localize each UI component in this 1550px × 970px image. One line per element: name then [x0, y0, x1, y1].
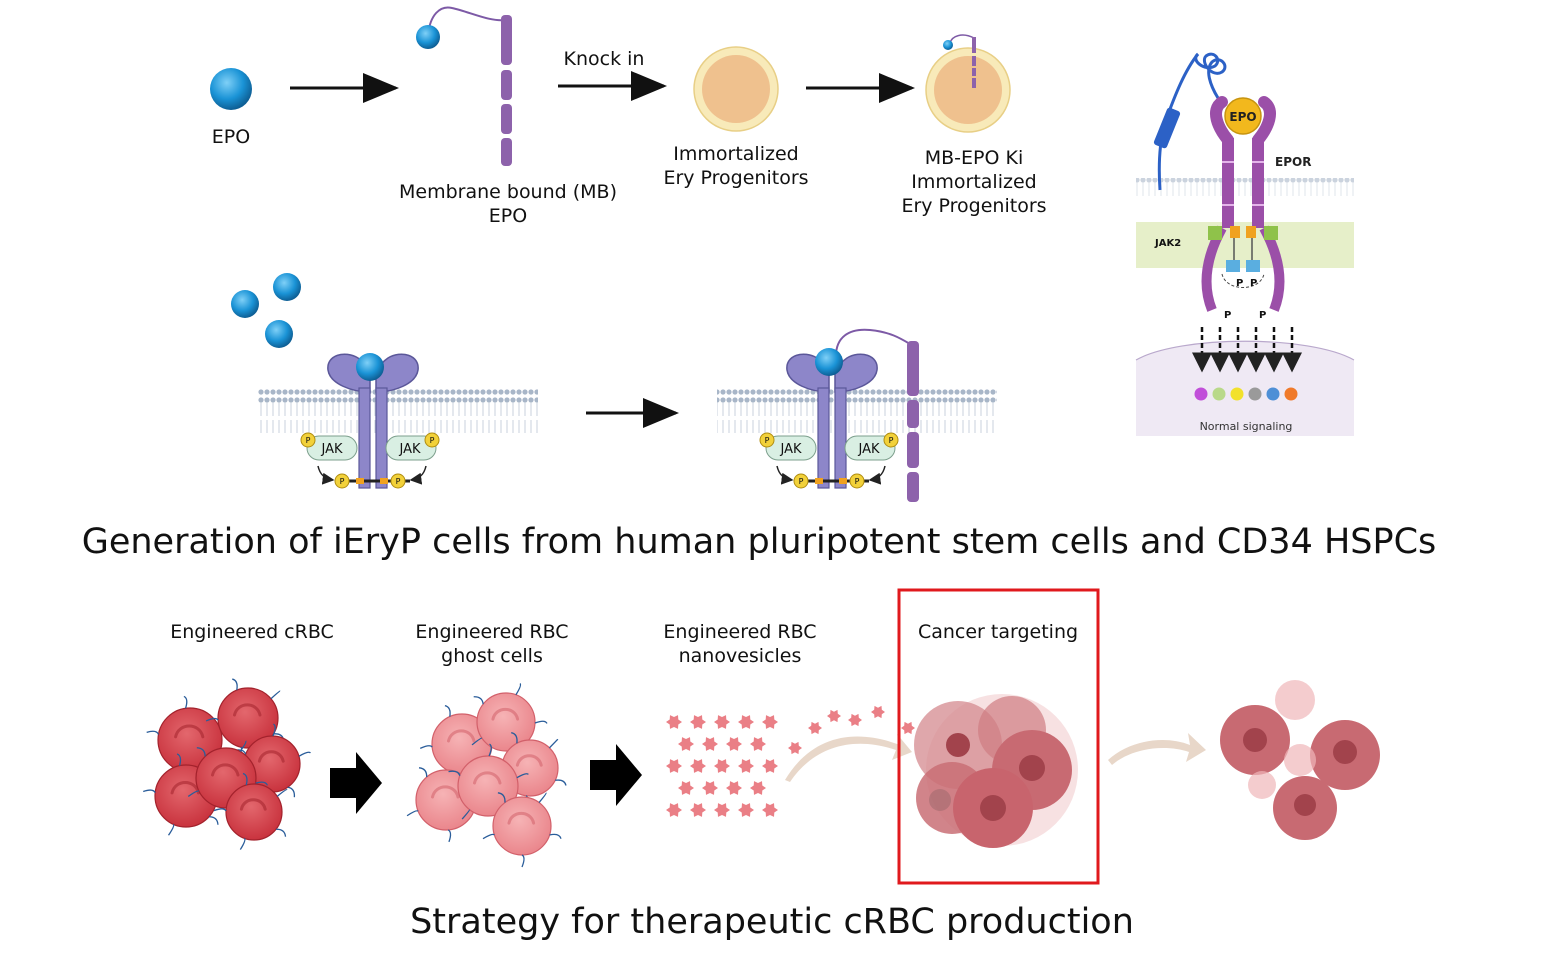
nanovesicle — [808, 721, 822, 735]
inset-p-label-1: P — [1236, 278, 1243, 289]
nanovesicle-stream — [788, 705, 915, 755]
nanovesicle — [690, 715, 706, 729]
mbepo-ki-label-line2: Immortalized — [911, 171, 1036, 193]
curved-arrow-to-tumor — [785, 734, 912, 782]
inset-jak2-label: JAK2 — [1154, 238, 1181, 249]
red-blood-cell — [448, 743, 529, 821]
p-label-6: P — [889, 436, 894, 445]
ghost-cells-label-line1: Engineered RBC — [415, 621, 568, 643]
signaling-dot — [1248, 387, 1262, 401]
ghost-cells-cluster — [406, 682, 567, 868]
lysed-tumor-cells — [1220, 680, 1380, 840]
generation-heading: Generation of iEryP cells from human plu… — [82, 522, 1437, 562]
red-blood-cell — [213, 772, 288, 850]
nanovesicle — [738, 803, 754, 817]
nanovesicle — [690, 803, 706, 817]
strategy-heading: Strategy for therapeutic cRBC production — [410, 902, 1134, 942]
nanovesicle — [762, 715, 778, 729]
cancer-targeting-label: Cancer targeting — [918, 621, 1078, 643]
block-arrow-2 — [590, 744, 642, 806]
signaling-dot — [1284, 387, 1298, 401]
nanovesicle — [714, 715, 730, 729]
nanovesicle — [678, 737, 694, 751]
p-label-8: P — [855, 477, 860, 486]
jak-label-left-2: JAK — [398, 442, 420, 457]
block-arrow-1 — [330, 752, 382, 814]
nanovesicle — [690, 759, 706, 773]
immortalized-label-line1: Immortalized — [673, 143, 798, 165]
nanovesicle — [702, 781, 718, 795]
inset-p-label-4: P — [1259, 310, 1266, 321]
p-label-4: P — [396, 477, 401, 486]
epo-receptor-panel-membrane-bound — [717, 328, 997, 502]
nanovesicle — [714, 759, 730, 773]
nanovesicle — [901, 721, 915, 735]
epor-signaling-inset — [1135, 40, 1355, 442]
signaling-dot — [1266, 387, 1280, 401]
mbepo-ki-cell — [925, 34, 1011, 133]
free-epo-molecules — [231, 273, 301, 348]
nanovesicle — [762, 803, 778, 817]
knock-in-label: Knock in — [564, 48, 645, 70]
inset-epo-label: EPO — [1229, 110, 1256, 124]
nanovesicle — [788, 741, 802, 755]
mbepo-ki-label-line3: Ery Progenitors — [901, 195, 1046, 217]
ghost-cells-label-line2: ghost cells — [441, 645, 543, 667]
nanovesicles-label-line1: Engineered RBC — [663, 621, 816, 643]
nanovesicle — [702, 737, 718, 751]
nanovesicle — [871, 705, 885, 719]
tumor-cluster-targeted — [914, 694, 1078, 848]
engineered-crbc-label: Engineered cRBC — [170, 621, 334, 643]
nanovesicle — [750, 781, 766, 795]
mb-epo-label-line2: EPO — [489, 205, 527, 227]
nanovesicles-label-line2: nanovesicles — [679, 645, 802, 667]
mbepo-ki-label-line1: MB-EPO Ki — [925, 147, 1023, 169]
p-label-3: P — [340, 477, 345, 486]
signaling-dot — [1194, 387, 1208, 401]
nanovesicle — [666, 759, 682, 773]
inset-epor-label: EPOR — [1275, 155, 1311, 169]
inset-caption-line1: Normal signaling — [1200, 420, 1293, 433]
immortalized-ery-progenitor-cell — [693, 46, 779, 132]
nanovesicle — [848, 713, 862, 727]
nanovesicle — [762, 759, 778, 773]
nanovesicle — [678, 781, 694, 795]
p-label-1: P — [306, 436, 311, 445]
nanovesicle — [666, 715, 682, 729]
nanovesicle — [738, 715, 754, 729]
engineered-crbc-cluster — [143, 678, 311, 850]
p-label-7: P — [799, 477, 804, 486]
mb-epo-construct — [416, 6, 512, 166]
signaling-dot — [1230, 387, 1244, 401]
red-blood-cell — [471, 682, 548, 762]
signaling-dot — [1212, 387, 1226, 401]
nanovesicle — [750, 737, 766, 751]
red-blood-cell — [482, 792, 562, 868]
immortalized-label-line2: Ery Progenitors — [663, 167, 808, 189]
nanovesicle — [666, 803, 682, 817]
inset-p-label-3: P — [1224, 310, 1231, 321]
nanovesicle — [738, 759, 754, 773]
nanovesicle — [726, 781, 742, 795]
inset-p-label-2: P — [1250, 278, 1257, 289]
p-label-2: P — [430, 436, 435, 445]
jak-label-right-1: JAK — [779, 442, 801, 457]
inset-signaling-dots — [1194, 387, 1298, 401]
jak-label-left-1: JAK — [320, 442, 342, 457]
curved-arrow-to-lysis — [1108, 733, 1206, 765]
nanovesicles-grid — [666, 715, 778, 817]
jak-label-right-2: JAK — [857, 442, 879, 457]
p-label-5: P — [765, 436, 770, 445]
mb-epo-label-line1: Membrane bound (MB) — [399, 181, 617, 203]
epo-receptor-panel-soluble — [258, 353, 538, 489]
nanovesicle — [726, 737, 742, 751]
epo-molecule — [210, 68, 252, 110]
nanovesicle — [714, 803, 730, 817]
cancer-targeting-highlight-box — [897, 588, 1100, 885]
nanovesicle — [827, 709, 841, 723]
epo-label: EPO — [212, 126, 250, 148]
